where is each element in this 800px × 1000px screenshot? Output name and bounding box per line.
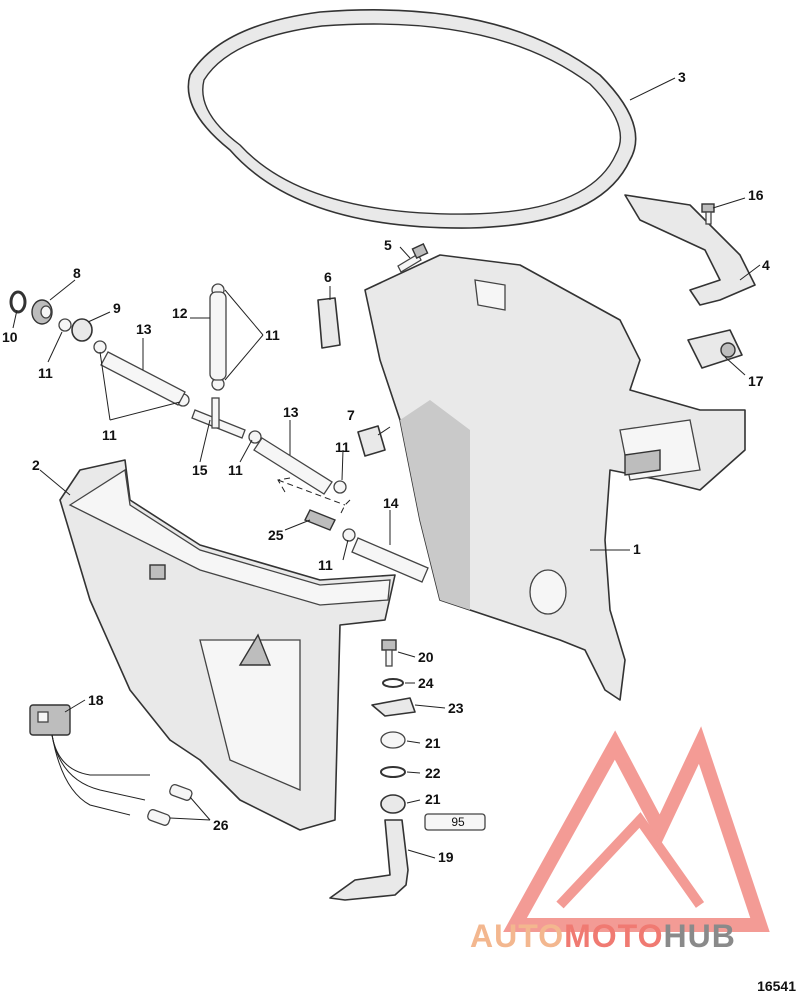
grease-tube-95: 95 bbox=[424, 813, 486, 831]
ring-10 bbox=[9, 290, 27, 314]
callout-6: 6 bbox=[324, 269, 332, 285]
callout-26: 26 bbox=[213, 817, 229, 833]
watermark-text: AUTOMOTOHUB bbox=[470, 918, 736, 954]
front-lower-cowl bbox=[59, 459, 396, 831]
leader-lines bbox=[12, 77, 761, 859]
washer-24 bbox=[382, 678, 404, 688]
watermark-hub: HUB bbox=[663, 918, 735, 954]
hose-12 bbox=[209, 291, 227, 381]
rear-lower-cowl bbox=[364, 254, 746, 701]
callout-19: 19 bbox=[438, 849, 454, 865]
callout-13b: 13 bbox=[283, 404, 299, 420]
washer-22 bbox=[380, 766, 406, 778]
callout-4: 4 bbox=[762, 257, 770, 273]
callout-22: 22 bbox=[425, 765, 441, 781]
hose-14 bbox=[351, 537, 429, 583]
callout-16: 16 bbox=[748, 187, 764, 203]
callout-9: 9 bbox=[113, 300, 121, 316]
callout-20: 20 bbox=[418, 649, 434, 665]
cowl-bracket bbox=[624, 194, 756, 306]
bushing-21b bbox=[380, 794, 406, 814]
callout-25: 25 bbox=[268, 527, 284, 543]
figure-number: 16541 bbox=[757, 978, 796, 994]
callout-11f: 11 bbox=[318, 557, 333, 573]
svg-text:AUTOMOTOHUB: AUTOMOTOHUB bbox=[470, 918, 736, 954]
connector-17 bbox=[687, 329, 743, 369]
callout-21a: 21 bbox=[425, 735, 441, 751]
hose-13b bbox=[253, 437, 333, 495]
harness-18 bbox=[29, 704, 150, 816]
callout-11e: 11 bbox=[335, 439, 350, 455]
fitting-25 bbox=[277, 477, 351, 531]
callout-8: 8 bbox=[73, 265, 81, 281]
callout-17: 17 bbox=[748, 373, 764, 389]
clip-6 bbox=[317, 297, 341, 349]
callout-24: 24 bbox=[418, 675, 434, 691]
callout-5: 5 bbox=[384, 237, 392, 253]
callout-13a: 13 bbox=[136, 321, 152, 337]
fitting-9 bbox=[71, 318, 93, 342]
watermark-moto: MOTO bbox=[564, 918, 663, 954]
bushing-21a bbox=[380, 731, 406, 749]
callout-11a: 11 bbox=[38, 365, 53, 381]
watermark-auto: AUTO bbox=[470, 918, 564, 954]
callout-15: 15 bbox=[192, 462, 208, 478]
shift-lever-19 bbox=[329, 819, 409, 901]
callout-21b: 21 bbox=[425, 791, 441, 807]
caps-26 bbox=[147, 784, 193, 826]
lever-23 bbox=[371, 697, 416, 717]
top-cowl-seal bbox=[187, 9, 637, 229]
callout-2: 2 bbox=[32, 457, 40, 473]
callout-12: 12 bbox=[172, 305, 188, 321]
callout-7: 7 bbox=[347, 407, 355, 423]
callouts: 3 1 4 5 6 7 16 17 8 9 10 11 12 13 11 11 … bbox=[2, 69, 770, 865]
callout-18: 18 bbox=[88, 692, 104, 708]
callout-10: 10 bbox=[2, 329, 18, 345]
fitting-8 bbox=[31, 299, 53, 325]
bolt-20 bbox=[381, 639, 397, 667]
callout-14: 14 bbox=[383, 495, 399, 511]
callout-23: 23 bbox=[448, 700, 464, 716]
tee-fitting-15 bbox=[191, 397, 246, 439]
callout-11d: 11 bbox=[228, 462, 243, 478]
callout-3: 3 bbox=[678, 69, 686, 85]
callout-1: 1 bbox=[633, 541, 641, 557]
bolt-5 bbox=[397, 243, 429, 273]
hose-clamps bbox=[58, 283, 356, 542]
hose-13a bbox=[100, 351, 186, 406]
callout-11c: 11 bbox=[102, 427, 117, 443]
watermark-logo bbox=[503, 726, 770, 932]
tube-95-label: 95 bbox=[451, 815, 465, 829]
clip-7 bbox=[357, 425, 386, 457]
callout-11b: 11 bbox=[265, 327, 280, 343]
